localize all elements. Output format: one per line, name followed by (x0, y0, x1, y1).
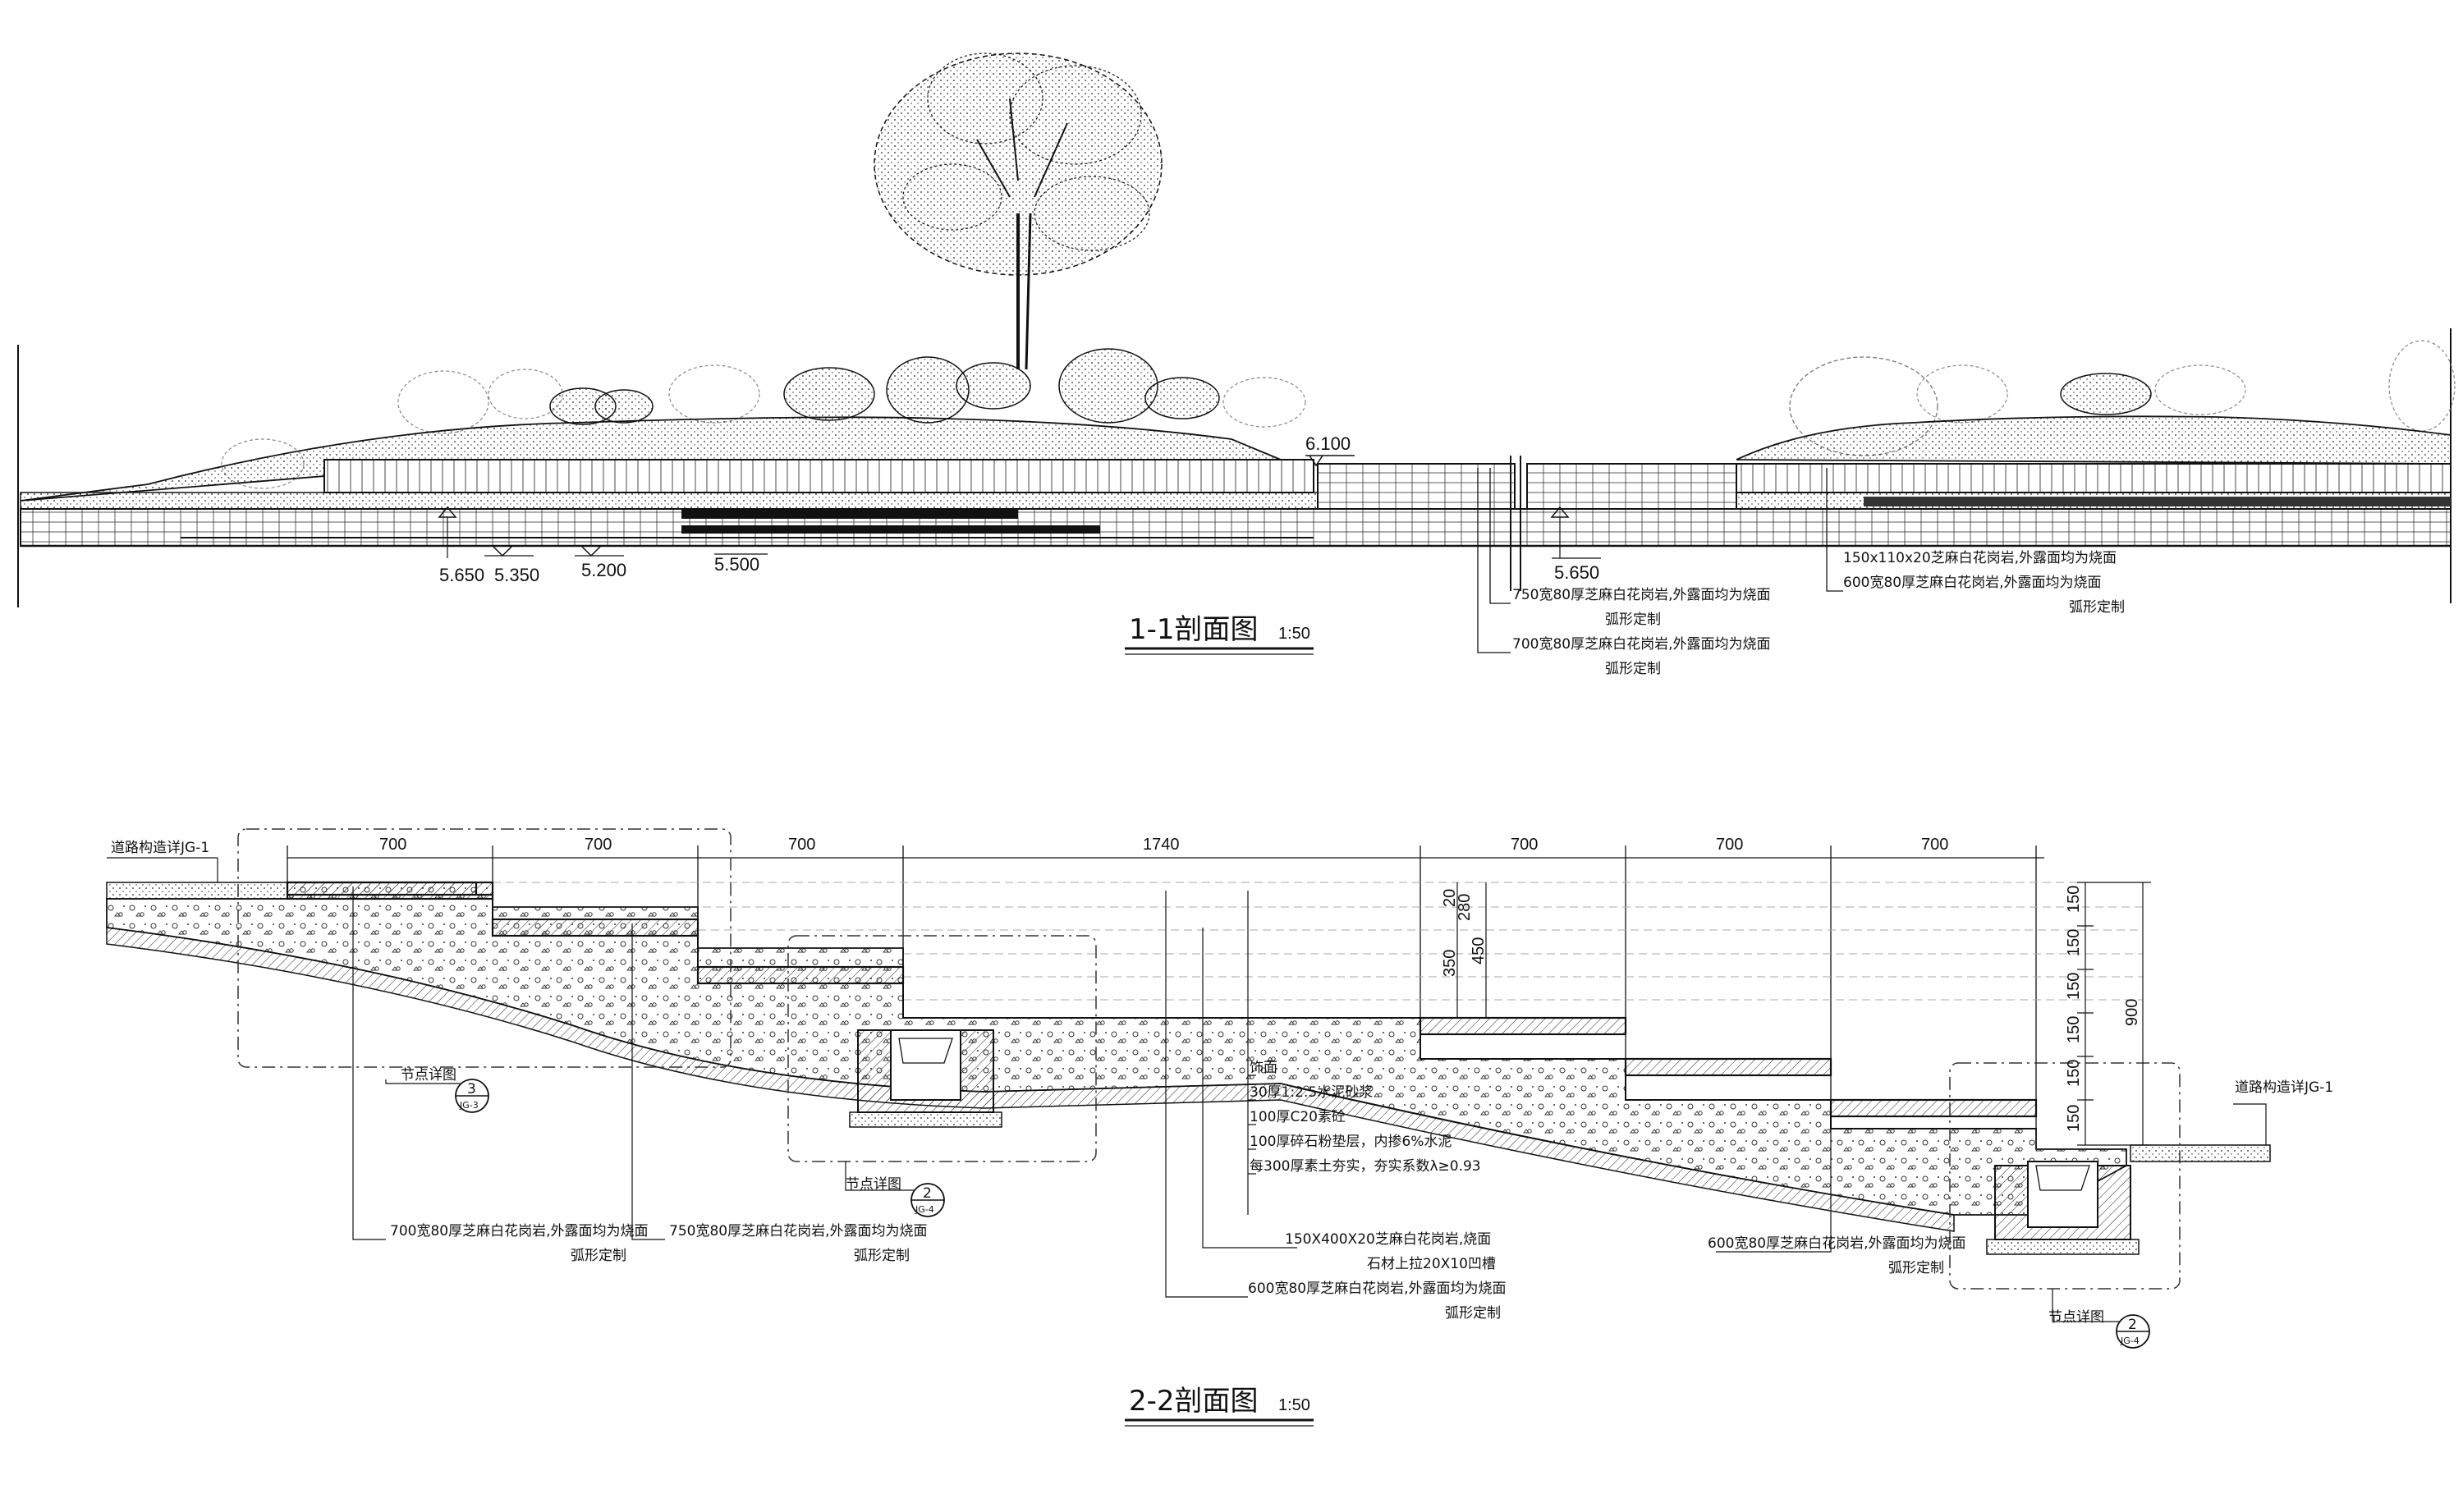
vertical-dims-mid: 20 280 350 450 (1441, 882, 1488, 1018)
layer-soil: 每300厚素土夯实，夯实系数λ≥0.93 (1250, 1158, 1481, 1175)
dim-700-6: 700 (1921, 836, 1948, 854)
wall-band-left (323, 459, 1314, 493)
shrubs-faint (221, 364, 1306, 489)
detail-mid-label: 节点详图 (846, 1176, 901, 1193)
note-700-wide: 700宽80厚芝麻白花岗岩,外露面均为烧面 (1512, 636, 1770, 653)
dim-v-150-6: 150 (2065, 1105, 2083, 1132)
detail-callout-mid: 节点详图 2 JG-4 (846, 1176, 945, 1217)
elevation-e5-label: 5.650 (1554, 562, 1599, 583)
layer-callout: 饰面 30厚1:2.5水泥砂浆 100厚C20素砼 100厚碎石粉垫层，内掺6%… (1247, 891, 1481, 1215)
dim-v-150-4: 150 (2065, 1016, 2083, 1043)
note-600-wide: 600宽80厚芝麻白花岗岩,外露面均为烧面 (1843, 575, 2101, 591)
note-b-line2: 弧形定制 (854, 1248, 910, 1264)
dark-stripe-2 (681, 525, 1100, 534)
layer-finish: 饰面 (1250, 1060, 1277, 1076)
mound-right (1736, 415, 2452, 465)
section-2-leaders (352, 887, 2135, 1322)
detail-boxes (237, 828, 2181, 1290)
dim-v-150-3: 150 (2065, 973, 2083, 1000)
tree-illustration (874, 53, 1163, 370)
note-a-line2: 弧形定制 (571, 1248, 626, 1264)
dim-v-450: 450 (1470, 937, 1488, 964)
wall-band-right (1736, 463, 2452, 493)
dark-stripe-3 (1864, 497, 2451, 506)
compacted-soil-band (106, 927, 1955, 1232)
note-c-line1: 150X400X20芝麻白花岗岩,烧面 (1285, 1231, 1491, 1248)
detail-left-label: 节点详图 (401, 1067, 456, 1084)
dim-v-150-2: 150 (2065, 929, 2083, 956)
section-1-title: 1-1剖面图 (1129, 613, 1259, 646)
note-e-line1: 600宽80厚芝麻白花岗岩,外露面均为烧面 (1708, 1235, 1965, 1252)
detail-right-label: 节点详图 (2048, 1309, 2104, 1326)
dim-700-5: 700 (1716, 836, 1743, 854)
faint-grid (493, 882, 2143, 1001)
note-c-line2: 石材上拉20X10凹槽 (1367, 1256, 1496, 1272)
section-2-2: 700 700 700 1740 700 700 700 道路构造详JG-1 (106, 828, 2333, 1427)
section-1-scale: 1:50 (1278, 625, 1310, 643)
dark-stripe-1 (681, 509, 1018, 519)
dim-v-280: 280 (1456, 894, 1474, 921)
note-700-arc: 弧形定制 (1605, 661, 1661, 677)
note-600-arc: 弧形定制 (2069, 599, 2125, 616)
layer-mortar: 30厚1:2.5水泥砂浆 (1250, 1084, 1373, 1101)
elevation-e4-label: 5.500 (714, 554, 759, 575)
concrete-slope (106, 882, 2127, 1216)
dim-700-4: 700 (1511, 836, 1538, 854)
note-a-line1: 700宽80厚芝麻白花岗岩,外露面均为烧面 (390, 1223, 648, 1239)
dim-v-350: 350 (1441, 950, 1459, 977)
note-150x110: 150x110x20芝麻白花岗岩,外露面均为烧面 (1843, 550, 2117, 566)
section-2-scale: 1:50 (1278, 1396, 1310, 1414)
ground-strip-left (20, 492, 1319, 510)
road-left: 道路构造详JG-1 (106, 840, 288, 900)
elevation-top: 6.100 (1305, 433, 1355, 467)
section-1-title-block: 1-1剖面图 1:50 (1125, 613, 1314, 655)
detail-callout-right: 节点详图 2 JG-4 (2048, 1309, 2150, 1349)
vertical-dims-right: 150 150 150 150 150 150 900 (2065, 882, 2151, 1146)
dim-v-900: 900 (2123, 999, 2141, 1026)
section-2-title: 2-2剖面图 (1129, 1385, 1259, 1418)
section-1-leaders (1477, 468, 1843, 653)
drain-right (1986, 1161, 2140, 1255)
top-dimension-chain: 700 700 700 1740 700 700 700 (287, 836, 2044, 1129)
dim-v-20: 20 (1441, 889, 1459, 907)
layer-gravel: 100厚碎石粉垫层，内掺6%水泥 (1250, 1134, 1452, 1150)
elevation-e1-label: 5.650 (439, 565, 484, 585)
note-d-line1: 600宽80厚芝麻白花岗岩,外露面均为烧面 (1248, 1281, 1506, 1297)
section-1-1: 6.100 5.650 5.350 5.200 5.500 5.650 (17, 53, 2456, 677)
elevation-top-label: 6.100 (1305, 433, 1351, 454)
note-b-line1: 750宽80厚芝麻白花岗岩,外露面均为烧面 (669, 1223, 927, 1239)
drain-left (849, 1029, 1002, 1128)
detail-mid-ref: JG-4 (915, 1204, 934, 1215)
section-1-notes: 750宽80厚芝麻白花岗岩,外露面均为烧面 弧形定制 700宽80厚芝麻白花岗岩… (1512, 550, 2125, 677)
road-right-label: 道路构造详JG-1 (2235, 1079, 2333, 1096)
note-750-arc: 弧形定制 (1605, 612, 1661, 628)
detail-right-ref: JG-4 (2120, 1336, 2140, 1346)
road-left-label: 道路构造详JG-1 (111, 840, 209, 856)
section-2-title-block: 2-2剖面图 1:50 (1125, 1385, 1314, 1427)
detail-callout-left: 节点详图 3 JG-3 (401, 1067, 489, 1113)
elevation-e3-label: 5.200 (581, 560, 626, 580)
dim-1740: 1740 (1143, 836, 1180, 854)
layer-concrete: 100厚C20素砼 (1250, 1109, 1346, 1125)
seating-band (20, 508, 2452, 547)
dim-v-150-5: 150 (2065, 1060, 2083, 1087)
note-d-line2: 弧形定制 (1445, 1305, 1501, 1322)
dim-700-1: 700 (379, 836, 406, 854)
dim-v-150-1: 150 (2065, 886, 2083, 913)
elevation-e2-label: 5.350 (494, 565, 539, 585)
detail-right-id: 2 (2128, 1317, 2137, 1333)
road-right: 道路构造详JG-1 (2130, 1079, 2333, 1162)
dim-700-2: 700 (585, 836, 612, 854)
dim-700-3: 700 (788, 836, 815, 854)
note-e-line2: 弧形定制 (1888, 1260, 1944, 1276)
elevation-markers: 5.650 5.350 5.200 5.500 5.650 (438, 506, 1601, 585)
granite-treads (286, 881, 2038, 1118)
shrubs-left (549, 348, 1220, 425)
note-750-wide: 750宽80厚芝麻白花岗岩,外露面均为烧面 (1512, 587, 1770, 603)
detail-left-id: 3 (467, 1081, 476, 1097)
detail-mid-id: 2 (923, 1185, 932, 1202)
section-2-notes: 700宽80厚芝麻白花岗岩,外露面均为烧面 弧形定制 750宽80厚芝麻白花岗岩… (390, 1223, 1965, 1322)
detail-left-ref: JG-3 (459, 1100, 479, 1111)
